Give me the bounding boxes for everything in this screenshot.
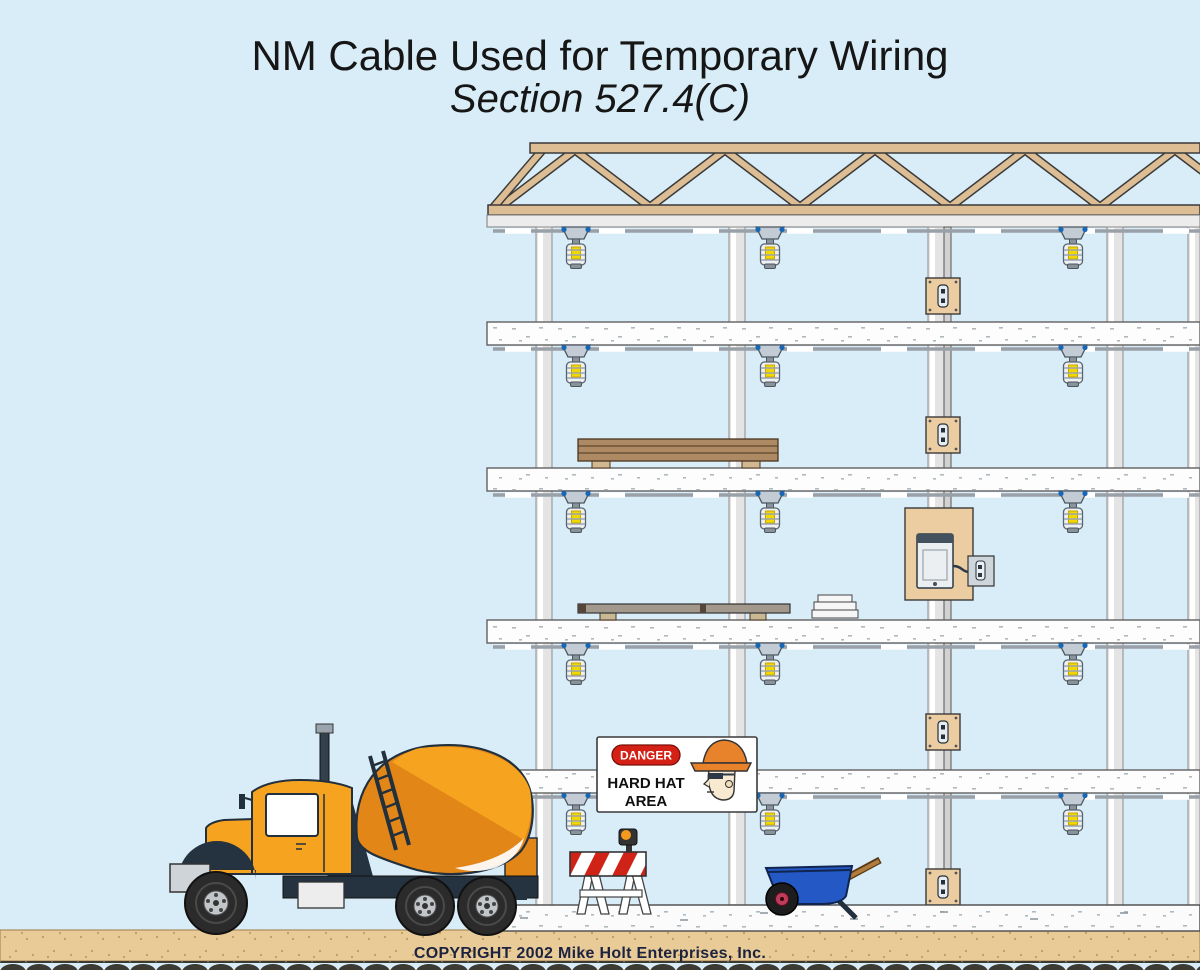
sign-line2: AREA [625,793,668,810]
front-wheel [184,871,248,935]
worker-head-icon [689,739,753,801]
drum-stripe [455,838,524,871]
section-reference: Section 527.4(C) [450,77,750,121]
lumber-plank [577,603,791,621]
hard-hat-icon [702,739,748,764]
roof-truss [486,142,1200,228]
rear-wheel [457,876,517,936]
side-step-box [297,881,345,909]
receptacle-box [925,277,961,315]
door-detail [296,843,306,850]
wheelbarrow [764,856,882,920]
grass-edge [0,961,1200,970]
danger-hard-hat-sign: DANGER HARD HAT AREA [596,736,758,813]
cement-mixer-truck [169,723,539,936]
front-fender [178,841,256,880]
roof-deck [486,214,1200,228]
page-title: NM Cable Used for Temporary Wiring [251,32,948,79]
temporary-power-panel [904,507,995,601]
safety-barricade [569,828,652,915]
exhaust-cap [315,723,334,734]
floor-slab [486,467,1200,492]
cab-window [265,793,319,837]
sidewalk [486,904,1200,932]
mud-flap [516,880,527,900]
receptacle-box [925,868,961,906]
rear-wheel [395,876,455,936]
dirt-ground [0,929,1200,962]
danger-label: DANGER [620,749,672,763]
copyright-notice: COPYRIGHT 2002 Mike Holt Enterprises, In… [414,945,766,962]
striped-bar [570,852,646,876]
floor-slab [486,321,1200,346]
support-column [1106,226,1124,906]
floor-slab [486,769,1200,794]
drum-ladder [368,750,411,851]
beacon-stem [626,842,632,854]
receptacle-box [925,416,961,454]
floor-slab [486,619,1200,644]
lumber-stack [577,438,779,469]
board-stack [811,594,859,619]
wheelbarrow-leg [836,898,858,920]
receptacle-box [925,713,961,751]
mixer-drum-highlight [392,746,532,840]
side-mirror [239,794,245,809]
support-column [728,226,746,906]
sign-line1: HARD HAT [607,775,684,792]
danger-badge [611,744,681,766]
